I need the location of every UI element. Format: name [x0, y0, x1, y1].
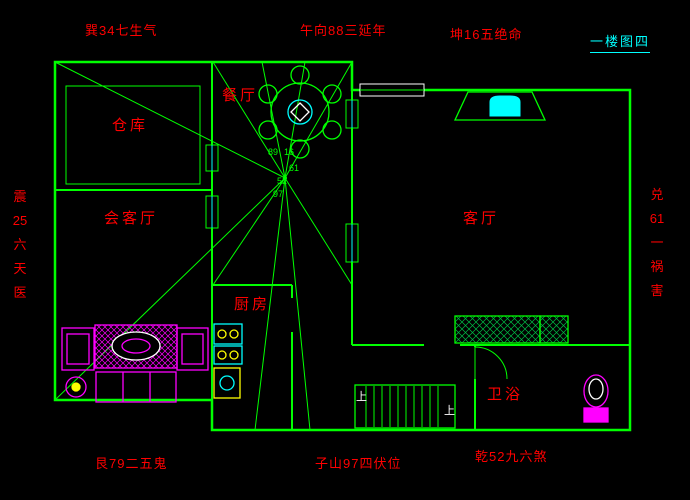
rug-oval-inner: [121, 338, 151, 354]
center-number: 89: [268, 147, 279, 157]
dining-table: [270, 82, 330, 142]
rug-oval: [111, 331, 161, 361]
stair-up-label-right: 上: [444, 405, 455, 417]
burner: [229, 329, 239, 339]
room-label-bathroom: 卫浴: [487, 386, 524, 403]
label-right-char: 一: [650, 235, 664, 250]
toilet-bowl: [583, 374, 609, 408]
stove-top: [213, 323, 243, 345]
dining-chair: [322, 120, 342, 140]
label-top-right: 坤16五绝命: [450, 27, 523, 42]
dining-chair: [322, 84, 342, 104]
drawing-title: 一楼图四: [590, 35, 651, 53]
center-number: 61: [289, 163, 300, 173]
dining-centerpiece-deco: [290, 102, 310, 122]
kitchen-door-gap: [288, 298, 296, 332]
center-number: 16: [284, 147, 295, 157]
label-top-left: 巽34七生气: [85, 23, 158, 38]
room-label-kitchen: 厨房: [234, 296, 271, 313]
label-left-side: 震 25 六 天 医: [11, 190, 29, 299]
dining-chair: [258, 84, 278, 104]
room-label-living: 客厅: [463, 210, 500, 227]
sink-cabinet: [213, 367, 241, 399]
label-right-char: 祸: [650, 259, 664, 274]
label-top-center: 午向88三延年: [300, 23, 387, 38]
armchair-right-cushion: [181, 333, 204, 365]
label-right-char: 害: [650, 283, 664, 298]
door-openings: [288, 298, 508, 380]
stair-up-label-left: 上: [356, 391, 367, 403]
toilet-tank: [583, 407, 609, 423]
dining-chair: [290, 139, 310, 159]
stairs: [354, 384, 456, 429]
burner: [217, 329, 227, 339]
label-left-char: 震: [13, 189, 27, 204]
label-right-char: 兑: [650, 187, 664, 202]
dining-table-set: [258, 65, 342, 159]
side-table-center: [71, 382, 81, 392]
counter: [213, 345, 243, 365]
dining-chair: [258, 120, 278, 140]
storage-inner-outline: [65, 85, 201, 185]
center-number: 52: [277, 176, 288, 186]
label-left-char: 六: [13, 237, 27, 252]
tv-stand: [453, 91, 547, 121]
kitchen-appliances: [213, 323, 243, 399]
tv-icon: [489, 95, 521, 117]
living-sofa: [454, 315, 569, 344]
toilet: [583, 374, 609, 423]
living-door-gap: [424, 341, 460, 349]
label-bottom-right: 乾52九六煞: [475, 449, 548, 464]
sink-basin: [219, 375, 235, 391]
stair-outline: [354, 384, 456, 429]
label-left-char: 医: [13, 285, 27, 300]
room-label-dining: 餐厅: [222, 87, 259, 104]
burner: [229, 350, 239, 360]
stair-treads: [365, 386, 439, 427]
room-label-reception: 会客厅: [104, 210, 159, 227]
armchair-left-cushion: [66, 333, 90, 365]
toilet-bowl-inner: [588, 378, 604, 400]
label-left-char: 天: [13, 261, 27, 276]
windows: [205, 83, 425, 263]
dining-chair: [290, 65, 310, 85]
reception-sofa-set: [61, 324, 209, 403]
bathroom-door-arc: [474, 346, 508, 380]
living-sofa-side: [539, 315, 569, 344]
label-right-char: 61: [649, 211, 665, 226]
label-right-side: 兑 61 一 祸 害: [648, 188, 666, 297]
fengshui-sunburst-lines: [54, 61, 353, 431]
center-number: 97: [273, 189, 284, 199]
label-left-char: 25: [12, 213, 28, 228]
sofa-long: [95, 371, 177, 403]
dining-centerpiece: [287, 99, 313, 125]
armchair-left: [61, 327, 95, 371]
label-bottom-center: 子山97四伏位: [315, 456, 402, 471]
armchair-right: [176, 327, 209, 371]
side-table: [65, 376, 87, 398]
room-label-storage: 仓库: [112, 117, 149, 134]
living-sofa-long: [454, 315, 541, 344]
label-bottom-left: 艮79二五鬼: [95, 456, 168, 471]
burner: [217, 350, 227, 360]
tv-cabinet: [453, 91, 547, 121]
